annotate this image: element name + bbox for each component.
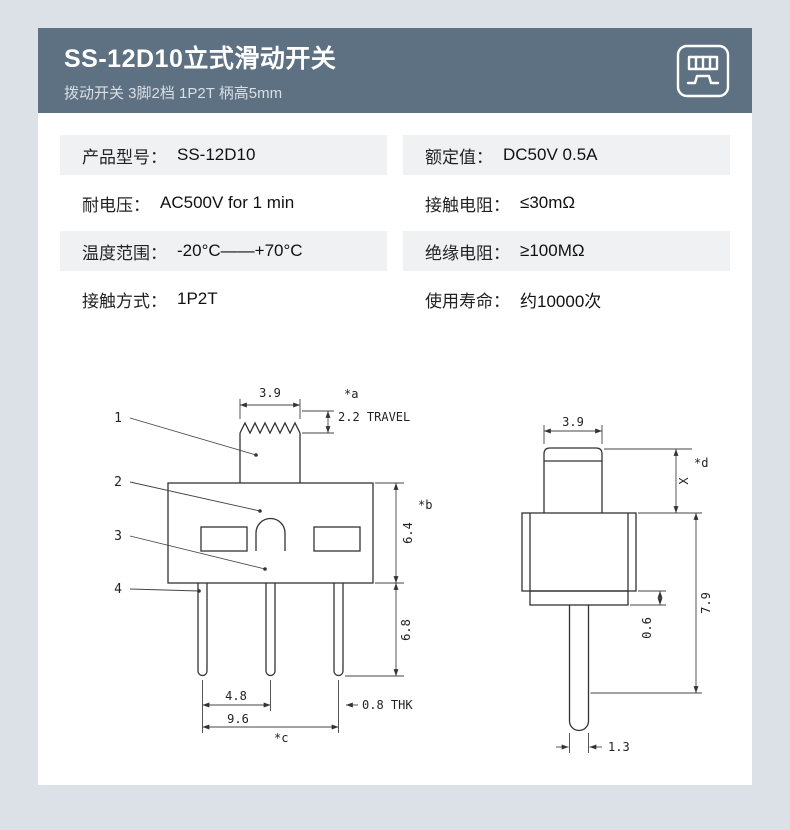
spec-label: 额定值：	[425, 147, 493, 167]
note-b-label: *b	[418, 498, 432, 512]
spec-row-temperature-range: 温度范围： -20°C——+70°C	[60, 231, 387, 271]
note-c-label: *c	[274, 731, 288, 745]
dim-pin-pitch-label: 4.8	[225, 689, 247, 703]
technical-drawings: 3.9 *a 2.2 TRAVEL 1 2 3 4 6.4 *b 6.8 4.8…	[60, 381, 730, 771]
dim-side-knob-width-label: 3.9	[562, 415, 584, 429]
spec-label: 绝缘电阻：	[425, 243, 510, 263]
spec-row-contact-resistance: 接触电阻： ≤30mΩ	[403, 183, 730, 223]
callout-2: 2	[114, 475, 122, 490]
spec-row-product-model: 产品型号： SS-12D10	[60, 135, 387, 175]
spec-row-rated-value: 额定值： DC50V 0.5A	[403, 135, 730, 175]
side-view-drawing: 3.9 X *d 7.9 0.6 1.3	[521, 415, 713, 754]
note-a-label: *a	[344, 387, 358, 401]
dim-knob-height-label: X	[677, 477, 691, 485]
spec-row-service-life: 使用寿命： 约10000次	[403, 279, 730, 319]
dim-pin-width-label: 1.3	[608, 740, 630, 754]
dim-pin-length-label: 6.8	[399, 619, 413, 641]
callout-3: 3	[114, 529, 122, 544]
content-area: 产品型号： SS-12D10 额定值： DC50V 0.5A 耐电压： AC50…	[38, 113, 752, 785]
spec-label: 耐电压：	[82, 195, 150, 215]
dim-travel-label: 2.2 TRAVEL	[338, 410, 410, 424]
header-text: SS-12D10立式滑动开关 拨动开关 3脚2档 1P2T 柄高5mm	[64, 39, 336, 103]
dim-body-height-label: 6.4	[401, 522, 415, 544]
spec-row-contact-type: 接触方式： 1P2T	[60, 279, 387, 319]
spec-table: 产品型号： SS-12D10 额定值： DC50V 0.5A 耐电压： AC50…	[60, 135, 730, 319]
spec-label: 使用寿命：	[425, 291, 510, 311]
callout-4: 4	[114, 582, 122, 597]
spec-value: 1P2T	[177, 289, 218, 308]
switch-side-outline	[521, 447, 637, 732]
dim-overall-width-label: 9.6	[227, 712, 249, 726]
spec-label: 接触方式：	[82, 291, 167, 311]
switch-schematic-icon	[676, 44, 730, 98]
spec-label: 接触电阻：	[425, 195, 510, 215]
callout-1: 1	[114, 411, 122, 426]
front-dimension-lines	[129, 399, 404, 733]
dim-step-label: 0.6	[640, 617, 654, 639]
spec-value: AC500V for 1 min	[160, 193, 295, 212]
spec-value: ≤30mΩ	[520, 193, 576, 212]
switch-front-outline	[167, 421, 374, 677]
note-d-label: *d	[694, 456, 708, 470]
spec-label: 温度范围：	[82, 243, 167, 263]
spec-row-insulation-resistance: 绝缘电阻： ≥100MΩ	[403, 231, 730, 271]
dim-thickness-label: 0.8 THK	[362, 698, 413, 712]
front-view-drawing: 3.9 *a 2.2 TRAVEL 1 2 3 4 6.4 *b 6.8 4.8…	[114, 386, 432, 745]
spec-value: SS-12D10	[177, 145, 256, 164]
spec-label: 产品型号：	[82, 147, 167, 167]
spec-row-withstand-voltage: 耐电压： AC500V for 1 min	[60, 183, 387, 223]
page-subtitle: 拨动开关 3脚2档 1P2T 柄高5mm	[64, 84, 283, 102]
leader-dots	[197, 453, 267, 593]
product-card: SS-12D10立式滑动开关 拨动开关 3脚2档 1P2T 柄高5mm 产品型号…	[38, 28, 752, 785]
spec-value: ≥100MΩ	[520, 241, 585, 260]
spec-value: 约10000次	[520, 291, 602, 311]
side-dimension-lines	[543, 425, 702, 753]
spec-value: DC50V 0.5A	[503, 145, 598, 164]
spec-value: -20°C——+70°C	[177, 241, 303, 260]
dim-side-body-height-label: 7.9	[699, 592, 713, 614]
header: SS-12D10立式滑动开关 拨动开关 3脚2档 1P2T 柄高5mm	[38, 28, 752, 113]
page-title: SS-12D10立式滑动开关	[64, 44, 337, 73]
dim-knob-width-label: 3.9	[259, 386, 281, 400]
